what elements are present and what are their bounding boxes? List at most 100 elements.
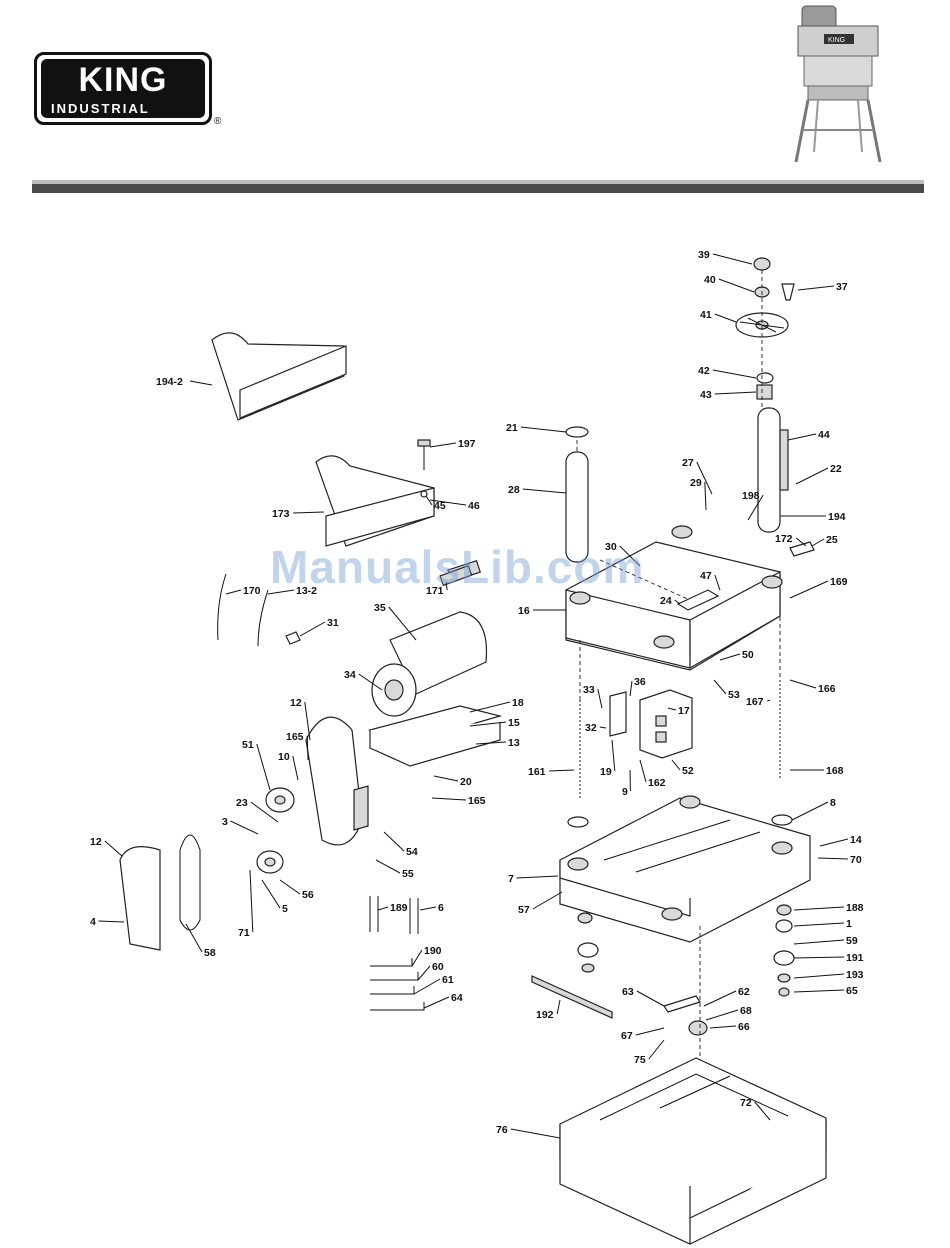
leader-line [375, 859, 401, 874]
part-number-label: 25 [826, 534, 838, 546]
leader-line [250, 801, 279, 823]
part-number-label: 75 [634, 1054, 646, 1066]
part-number-label: 54 [406, 846, 418, 858]
part-number-label: 32 [585, 722, 597, 734]
part-number-label: 55 [402, 868, 414, 880]
leader-line [819, 838, 849, 847]
part-number-label: 52 [682, 765, 694, 777]
leader-line [306, 735, 309, 761]
part-number-label: 10 [278, 751, 290, 763]
leader-line [714, 313, 737, 323]
part-number-label: 169 [830, 576, 848, 588]
part-number-label: 22 [830, 463, 842, 475]
part-number-label: 12 [290, 697, 302, 709]
leader-line [674, 599, 681, 605]
part-number-label: 4 [90, 916, 96, 928]
part-number-label: 64 [451, 992, 463, 1004]
logo-brand-sub: INDUSTRIAL [51, 101, 150, 116]
leader-line [556, 999, 561, 1015]
leader-line [189, 380, 213, 386]
part-number-label: 65 [846, 985, 858, 997]
part-number-label: 188 [846, 902, 864, 914]
part-number-label: 33 [583, 684, 595, 696]
leader-line [791, 801, 829, 821]
part-number-label: 47 [700, 570, 712, 582]
leader-line [520, 426, 567, 433]
part-number-label: 63 [622, 986, 634, 998]
part-number-label: 15 [508, 717, 520, 729]
leader-line [789, 679, 817, 689]
leader-line [712, 369, 757, 379]
leader-line [230, 820, 259, 835]
part-number-label: 9 [622, 786, 628, 798]
part-number-label: 13 [508, 737, 520, 749]
part-number-label: 71 [238, 927, 250, 939]
leader-line [696, 461, 713, 495]
part-number-label: 53 [728, 689, 740, 701]
leader-line [754, 1101, 771, 1121]
leader-line [797, 285, 835, 291]
leader-line [185, 923, 203, 953]
leader-line [671, 759, 681, 771]
leader-line [522, 488, 567, 494]
leader-line [425, 495, 433, 506]
leader-line [793, 922, 845, 927]
part-number-label: 170 [243, 585, 261, 597]
leader-line [104, 840, 123, 857]
leader-line [635, 1027, 665, 1036]
part-number-label: 31 [327, 617, 339, 629]
part-number-label: 18 [512, 697, 524, 709]
leader-line [445, 581, 448, 591]
leader-line [709, 1025, 737, 1029]
leader-line [249, 869, 254, 933]
leader-line [793, 956, 845, 959]
leader-line [304, 701, 311, 741]
part-number-label: 190 [424, 945, 442, 957]
leader-line [225, 589, 242, 595]
part-number-label: 24 [660, 595, 672, 607]
part-number-label: 50 [742, 649, 754, 661]
leader-line [469, 701, 511, 713]
leader-line [532, 891, 563, 910]
leader-line [795, 537, 807, 547]
svg-text:KING: KING [828, 37, 845, 44]
part-number-label: 162 [648, 777, 666, 789]
part-number-label: 12 [90, 836, 102, 848]
part-number-label: 61 [442, 974, 454, 986]
leader-line [261, 879, 281, 909]
leader-line [429, 499, 467, 506]
part-number-label: 37 [836, 281, 848, 293]
part-number-label: 34 [344, 669, 356, 681]
leader-line [795, 467, 829, 485]
part-number-label: 194-2 [156, 376, 183, 388]
part-number-label: 3 [222, 816, 228, 828]
part-number-label: 167 [746, 696, 764, 708]
leader-line [793, 906, 845, 911]
part-number-label: 45 [434, 500, 446, 512]
leader-line [704, 481, 707, 511]
leader-line [705, 1009, 739, 1021]
leader-line [747, 494, 764, 521]
part-number-label: 35 [374, 602, 386, 614]
part-number-label: 59 [846, 935, 858, 947]
part-number-label: 20 [460, 776, 472, 788]
part-number-label: 173 [272, 508, 290, 520]
leader-line [423, 996, 450, 1009]
leader-line [619, 545, 641, 567]
leader-line [703, 990, 737, 1007]
part-number-label: 51 [242, 739, 254, 751]
leader-line [267, 589, 295, 595]
planer-thumbnail-image: KING [794, 5, 882, 163]
leader-line [429, 442, 457, 448]
part-number-label: 171 [426, 585, 444, 597]
part-number-label: 191 [846, 952, 864, 964]
leader-line [629, 680, 633, 697]
header-divider-bar [32, 180, 924, 193]
part-number-label: 28 [508, 484, 520, 496]
part-number-label: 161 [528, 766, 546, 778]
leader-line [712, 253, 753, 265]
leader-line [431, 797, 467, 801]
part-number-label: 29 [690, 477, 702, 489]
part-number-label: 68 [740, 1005, 752, 1017]
leader-line [411, 949, 423, 967]
